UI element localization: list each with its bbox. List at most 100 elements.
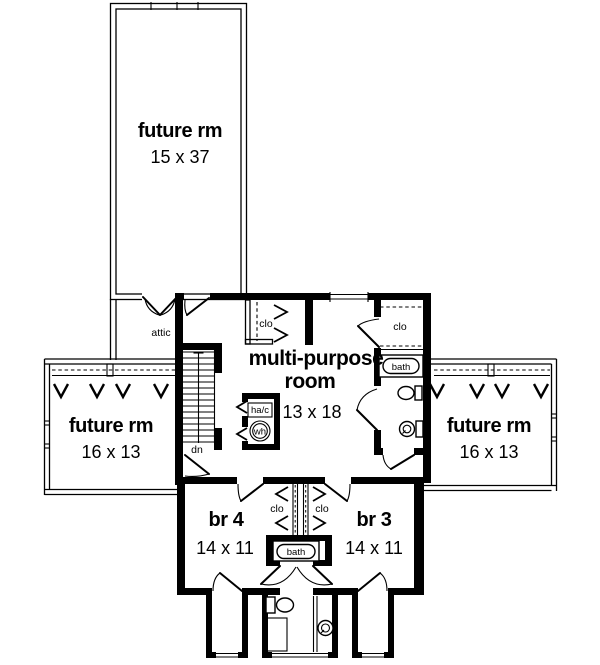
- bedroom-walls: [177, 477, 424, 595]
- mullion: [487, 363, 495, 377]
- room-dims-future-left: 16 x 13: [81, 442, 140, 462]
- shower-stall: [266, 617, 288, 652]
- room-label-future-right: future rm: [447, 415, 531, 437]
- wall-left-main: [175, 293, 183, 485]
- bath-wall: [374, 430, 381, 452]
- stair-wall: [177, 343, 222, 350]
- attic-hall-door-arc: [184, 299, 188, 316]
- wall: [177, 588, 212, 595]
- utility-wall: [242, 441, 248, 450]
- stair-wall: [214, 343, 222, 373]
- dormer-bath: [262, 592, 338, 658]
- room-dims-multi-purpose: 13 x 18: [282, 402, 341, 422]
- stair-wall: [214, 428, 222, 450]
- wing-right: future rm 16 x 13: [424, 358, 558, 492]
- wall: [351, 477, 424, 484]
- bifold-door-icon: [273, 327, 289, 343]
- wall: [210, 293, 330, 300]
- closet-top-label: clo: [259, 318, 273, 330]
- stairs: dn: [177, 343, 222, 477]
- br4-dormer-door-leaf: [219, 572, 243, 592]
- br4-door-leaf: [240, 483, 264, 502]
- room-label-multi-purpose-1: multi-purpose: [249, 347, 384, 370]
- bifold-door-icon: [312, 515, 327, 531]
- closet-wall: [374, 300, 381, 317]
- stairs-dn-door: [184, 454, 210, 477]
- bath-hall-door-leaf: [390, 454, 415, 470]
- hac-unit-box: [247, 402, 273, 418]
- hac-wh-closet: ha/c wh: [235, 393, 280, 450]
- bedroom-closets: clo clo: [270, 484, 329, 537]
- closet-wall: [244, 299, 251, 345]
- bifold-door-icon: [274, 486, 289, 502]
- toilet-icon-bottom: [317, 619, 334, 637]
- wall: [313, 588, 358, 595]
- attic-hall-door-leaf: [186, 297, 210, 316]
- closet-right-label: clo: [393, 321, 407, 333]
- br3-door-leaf: [324, 483, 348, 502]
- dormer-left: [206, 592, 248, 658]
- closet-top-center: clo: [244, 299, 313, 345]
- tub-icon-right: bath: [378, 354, 424, 378]
- toilet-icon-right: [398, 420, 424, 438]
- tub-room-double-doors: [260, 565, 333, 586]
- wall: [368, 293, 431, 300]
- br4-dormer-door-arc: [212, 572, 221, 592]
- closet-door-arc: [357, 318, 380, 327]
- room-dims-br4: 14 x 11: [196, 538, 254, 558]
- room-dims-future-right: 16 x 13: [459, 442, 518, 462]
- mullion: [106, 363, 114, 377]
- wall: [388, 588, 424, 595]
- br3-door-arc: [346, 483, 351, 502]
- attic-door-arc: [160, 298, 176, 316]
- utility-wall: [242, 393, 280, 399]
- attic-label: attic: [151, 327, 170, 339]
- bifold-door-icon: [235, 400, 248, 414]
- utility-wall: [242, 393, 248, 402]
- closet-br4-label: clo: [270, 503, 284, 515]
- door-leaf: [184, 454, 210, 475]
- wall: [414, 477, 424, 595]
- bifold-door-icon: [273, 304, 289, 320]
- bath-right-label: bath: [392, 362, 411, 373]
- bath-hall-door-arc: [382, 454, 392, 470]
- room-label-future-top: future rm: [138, 120, 222, 142]
- hac-unit-label: ha/c: [251, 405, 269, 416]
- door-arc: [184, 473, 210, 477]
- closet-door-leaf: [357, 325, 380, 348]
- attic-door-leaf: [159, 296, 178, 316]
- water-heater-icon: wh: [249, 420, 271, 442]
- attic-door-opening: [142, 291, 178, 302]
- wing-left: future rm 16 x 13: [43, 358, 183, 496]
- bifold-door-icon: [274, 515, 289, 531]
- door-leaf: [260, 565, 281, 585]
- dormer-doors: [212, 572, 388, 592]
- room-label-br4: br 4: [208, 509, 244, 531]
- bifold-door-icon: [235, 427, 248, 441]
- bath-wall: [414, 448, 424, 455]
- room-dims-br3: 14 x 11: [345, 538, 403, 558]
- stairs-dn-label: dn: [191, 444, 203, 456]
- attic-door-leaf: [142, 296, 161, 316]
- door-leaf: [312, 565, 333, 585]
- closet-br3-label: clo: [315, 503, 329, 515]
- room-dims-future-top: 15 x 37: [150, 147, 209, 167]
- bath-door-arc: [356, 388, 378, 411]
- roof-truss-marks-left: [52, 383, 170, 400]
- roof-truss-marks-right: [428, 383, 550, 400]
- room-label-multi-purpose-2: room: [285, 370, 336, 393]
- sink-icon-bottom: [265, 596, 295, 614]
- door-arc: [260, 566, 297, 586]
- room-label-future-left: future rm: [69, 415, 153, 437]
- bifold-door-icon: [312, 486, 327, 502]
- attic-door-arc: [144, 298, 160, 316]
- br4-door-arc: [237, 483, 242, 502]
- dormer-right: [352, 592, 394, 658]
- wall-right-main: [423, 293, 431, 483]
- wall: [177, 477, 185, 595]
- bath-door-leaf: [356, 409, 378, 431]
- utility-wall: [274, 393, 280, 450]
- wall: [177, 477, 237, 484]
- main-walls: [175, 292, 431, 485]
